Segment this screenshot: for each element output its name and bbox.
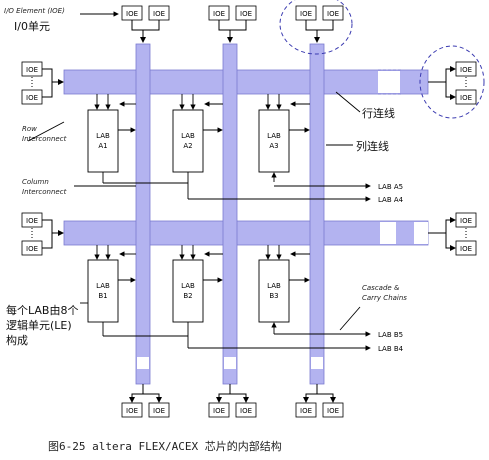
svg-text:B3: B3 <box>269 292 278 300</box>
lab-b3: LAB B3 <box>258 259 290 323</box>
svg-text:LAB: LAB <box>181 282 195 290</box>
label-lab-note-3: 构成 <box>6 333 28 347</box>
svg-text:IOE: IOE <box>300 407 312 415</box>
svg-text:A3: A3 <box>269 142 278 150</box>
svg-text:LAB: LAB <box>267 282 281 290</box>
ioe-top-group-1: IOE IOE <box>121 5 170 43</box>
row-interconnect-top <box>63 69 429 95</box>
label-io-unit-cn: I/0单元 <box>14 20 50 33</box>
ioe-bottom-group-1: IOE IOE <box>121 384 170 418</box>
svg-text:LAB: LAB <box>181 132 195 140</box>
chain-output-a4: LAB A4 <box>378 196 404 204</box>
label-cascade-2: Carry Chains <box>362 294 407 302</box>
svg-text:IOE: IOE <box>126 10 138 18</box>
svg-text:IOE: IOE <box>26 217 38 225</box>
figure-caption: 图6-25 altera FLEX/ACEX 芯片的内部结构 <box>48 440 282 453</box>
svg-text:IOE: IOE <box>327 407 339 415</box>
svg-text:IOE: IOE <box>213 10 225 18</box>
svg-text:IOE: IOE <box>153 407 165 415</box>
ioe-top-group-2: IOE IOE <box>208 5 257 43</box>
svg-text:IOE: IOE <box>460 94 472 102</box>
row-interconnect-bottom <box>63 220 429 246</box>
label-cascade-1: Cascade & <box>362 284 400 292</box>
column-interconnect-2 <box>222 43 238 385</box>
svg-text:IOE: IOE <box>26 94 38 102</box>
lab-a2: LAB A2 <box>172 109 204 173</box>
svg-text:IOE: IOE <box>327 10 339 18</box>
ioe-left-group-bottom: IOE IOE <box>21 212 64 256</box>
chain-output-a5: LAB A5 <box>378 183 403 191</box>
svg-text:IOE: IOE <box>126 407 138 415</box>
svg-text:A1: A1 <box>98 142 107 150</box>
chain-output-b5: LAB B5 <box>378 331 403 339</box>
lab-a3: LAB A3 <box>258 109 290 173</box>
lab-wiring <box>27 11 371 351</box>
chain-output-b4: LAB B4 <box>378 345 404 353</box>
svg-text:IOE: IOE <box>213 407 225 415</box>
ioe-right-group-top: IOE IOE <box>419 45 485 119</box>
svg-text:IOE: IOE <box>460 217 472 225</box>
column-interconnect-3 <box>309 43 325 385</box>
ioe-top-group-3: IOE IOE <box>279 0 353 55</box>
lab-a1: LAB A1 <box>87 109 119 173</box>
svg-text:B2: B2 <box>183 292 192 300</box>
svg-text:IOE: IOE <box>26 66 38 74</box>
lab-b2: LAB B2 <box>172 259 204 323</box>
label-row-wire-cn: 行连线 <box>362 106 395 120</box>
svg-text:IOE: IOE <box>26 245 38 253</box>
svg-text:IOE: IOE <box>153 10 165 18</box>
ioe-bottom-group-3: IOE IOE <box>295 384 344 418</box>
svg-text:IOE: IOE <box>300 10 312 18</box>
svg-text:B1: B1 <box>98 292 107 300</box>
label-row-interconnect-1: Row <box>22 125 37 133</box>
svg-text:IOE: IOE <box>240 407 252 415</box>
svg-text:IOE: IOE <box>460 245 472 253</box>
label-column-wire-cn: 列连线 <box>356 139 389 153</box>
column-interconnect-1 <box>135 43 151 385</box>
label-lab-note-2: 逻辑单元(LE) <box>6 318 72 332</box>
label-io-element: I/O Element (IOE) <box>4 7 65 15</box>
svg-text:IOE: IOE <box>460 66 472 74</box>
label-column-interconnect-1: Column <box>22 178 49 186</box>
svg-text:A2: A2 <box>183 142 192 150</box>
ioe-bottom-group-2: IOE IOE <box>208 384 257 418</box>
svg-text:LAB: LAB <box>267 132 281 140</box>
ioe-right-group-bottom: IOE IOE <box>428 212 477 256</box>
label-column-interconnect-2: Interconnect <box>22 188 67 196</box>
label-lab-note-1: 每个LAB由8个 <box>6 303 78 317</box>
lab-b1: LAB B1 <box>87 259 119 323</box>
label-row-interconnect-2: Interconnect <box>22 135 67 143</box>
svg-text:LAB: LAB <box>96 282 110 290</box>
svg-text:LAB: LAB <box>96 132 110 140</box>
svg-text:IOE: IOE <box>240 10 252 18</box>
ioe-left-group-top: IOE IOE <box>21 61 64 105</box>
